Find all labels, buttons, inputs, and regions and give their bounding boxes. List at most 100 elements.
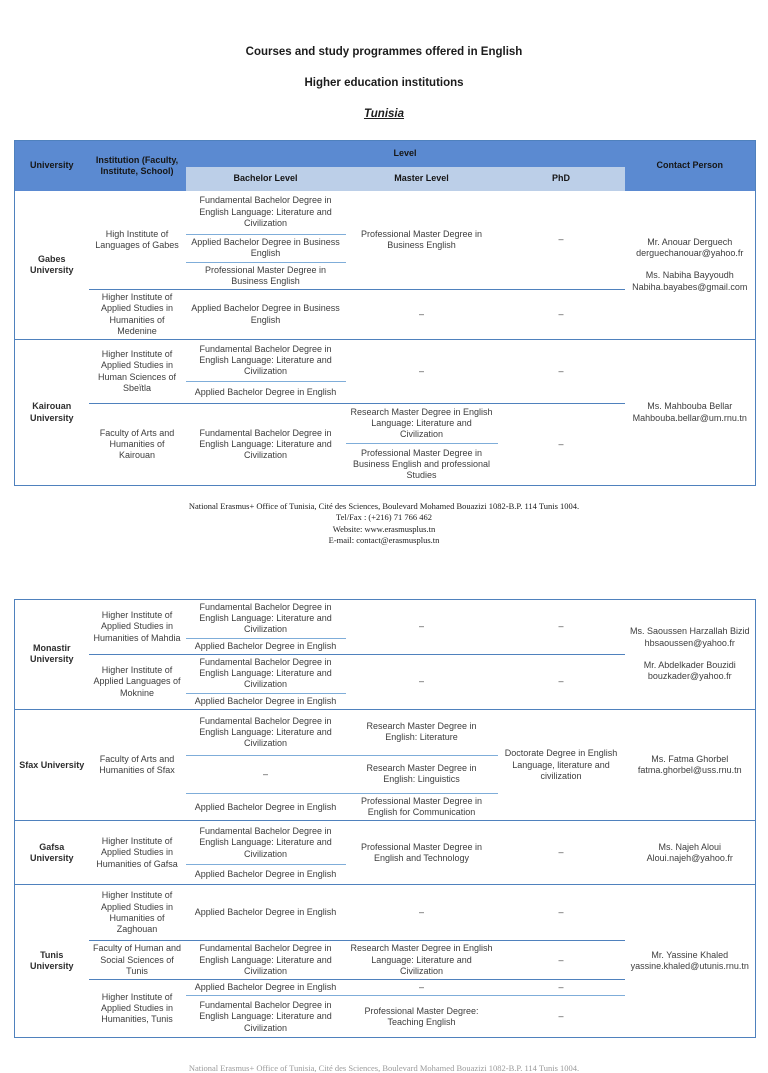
institution-cell: Higher Institute of Applied Languages of… — [88, 653, 186, 710]
bachelor-degree-cell: Fundamental Bachelor Degree in English L… — [185, 820, 346, 865]
table-row: Faculty of Human and Social Sciences of … — [15, 940, 756, 980]
title-country: Tunisia — [363, 108, 405, 120]
bachelor-degree-cell: – — [185, 754, 346, 794]
phd-degree-cell: – — [497, 940, 625, 980]
phd-degree-cell: – — [497, 995, 625, 1038]
header-bachelor-level: Bachelor Level — [185, 166, 346, 191]
bachelor-degree-cell: Fundamental Bachelor Degree in English L… — [185, 653, 346, 694]
bachelor-degree-cell: Fundamental Bachelor Degree in English L… — [185, 339, 346, 382]
contact-person-cell: Mr. Anouar Derguech derguechanouar@yahoo… — [632, 236, 748, 292]
table-row: Monastir University Higher Institute of … — [15, 599, 756, 681]
table-row: Applied Bachelor Degree in English — [15, 637, 756, 655]
university-name-cell: Kairouan University — [14, 339, 89, 486]
master-degree-cell: Professional Master Degree in English an… — [345, 820, 498, 885]
phd-degree-cell: – — [497, 979, 625, 996]
master-degree-cell: – — [418, 621, 424, 632]
master-degree-cell: – — [345, 289, 498, 340]
header-level: Level — [185, 140, 625, 167]
master-degree-cell: Research Master Degree in English Langua… — [345, 940, 498, 980]
bachelor-degree-cell: Fundamental Bachelor Degree in English L… — [185, 995, 346, 1038]
institution-cell: Higher Institute of Applied Studies in H… — [88, 289, 186, 340]
institution-cell: High Institute of Languages of Gabes — [95, 228, 179, 250]
phd-degree-cell: – — [497, 403, 625, 486]
bachelor-degree-cell: Applied Bachelor Degree in English — [185, 381, 346, 404]
table-row: Applied Bachelor Degree in Business Engl… — [15, 234, 756, 262]
table-row: Higher Institute of Applied Languages of… — [15, 653, 756, 710]
phd-degree-cell: – — [497, 289, 625, 340]
table-row: Higher Institute of Applied Studies in H… — [15, 289, 756, 340]
master-degree-cell: Research Master Degree in English: Lingu… — [345, 754, 498, 794]
bachelor-degree-cell: Applied Bachelor Degree in English — [185, 864, 346, 885]
phd-degree-cell: – — [558, 621, 564, 632]
page2-wrap: Monastir University Higher Institute of … — [0, 598, 768, 1039]
university-name-cell: Gabes University — [29, 253, 74, 275]
footer-website: Website: www.erasmusplus.tn — [332, 523, 436, 534]
header-phd: PhD — [497, 166, 625, 191]
table-row: Tunis University Higher Institute of App… — [14, 884, 756, 1038]
table-row: Faculty of Arts and Humanities of Kairou… — [15, 403, 756, 486]
table-row: Applied Bachelor Degree in English — [15, 381, 756, 404]
master-degree-cell: – — [345, 979, 498, 996]
phd-degree-cell: – — [497, 339, 625, 404]
master-degree-cell: Professional Master Degree in Business E… — [345, 443, 498, 486]
contact-person-cell: Ms. Najeh Aloui Aloui.najeh@yahoo.fr — [624, 820, 756, 885]
institution-cell: Faculty of Arts and Humanities of Sfax — [88, 708, 186, 821]
phd-degree-cell: Doctorate Degree in English Language, li… — [497, 708, 625, 821]
programmes-table-page1: University Institution (Faculty, Institu… — [14, 140, 757, 486]
university-name-cell: Sfax University — [14, 708, 89, 821]
header-institution: Institution (Faculty, Institute, School) — [88, 140, 186, 191]
master-degree-cell: – — [345, 884, 498, 941]
bachelor-degree-cell: Fundamental Bachelor Degree in English L… — [185, 403, 346, 486]
bachelor-degree-cell: Applied Bachelor Degree in English — [185, 692, 346, 710]
header-university: University — [14, 140, 89, 191]
phd-degree-cell: – — [497, 884, 625, 941]
header-row-2: Bachelor Level Master Level PhD — [15, 166, 756, 191]
table-row: Gabes University High Institute of Langu… — [15, 191, 756, 291]
contact-person-cell: Mr. Yassine Khaled yassine.khaled@utunis… — [624, 884, 756, 1038]
bachelor-degree-cell: Fundamental Bachelor Degree in English L… — [199, 195, 332, 228]
table-row: Gafsa University Higher Institute of App… — [14, 820, 756, 885]
university-name-cell: Tunis University — [14, 884, 89, 1038]
footer-email: E-mail: contact@erasmusplus.tn — [328, 535, 440, 546]
university-name-cell: Gafsa University — [14, 820, 89, 885]
bachelor-degree-cell: Applied Bachelor Degree in English — [185, 637, 346, 655]
header-master-level: Master Level — [345, 166, 498, 191]
footer-telfax: Tel/Fax : (+216) 71 766 462 — [335, 512, 433, 523]
bachelor-degree-cell: Applied Bachelor Degree in Business Engl… — [185, 234, 346, 262]
bachelor-degree-cell: Applied Bachelor Degree in English — [185, 979, 346, 996]
master-degree-cell: Professional Master Degree in Business E… — [360, 228, 483, 250]
title-line-1: Courses and study programmes offered in … — [245, 46, 523, 58]
contact-person-cell: Ms. Saoussen Harzallah Bizid hbsaoussen@… — [629, 626, 750, 682]
institution-cell: Higher Institute of Applied Studies in H… — [88, 979, 186, 1038]
bachelor-degree-cell: Professional Master Degree in Business E… — [185, 261, 346, 290]
page-footer: National Erasmus+ Office of Tunisia, Cit… — [0, 501, 768, 547]
university-name-cell: Monastir University — [29, 643, 74, 665]
contact-person-cell: Ms. Fatma Ghorbel fatma.ghorbel@uss.rnu.… — [624, 708, 756, 821]
bachelor-degree-cell: Fundamental Bachelor Degree in English L… — [185, 940, 346, 980]
institution-cell: Higher Institute of Applied Studies in H… — [88, 339, 186, 404]
bachelor-degree-cell: Applied Bachelor Degree in Business Engl… — [185, 289, 346, 340]
header-contact-person: Contact Person — [624, 140, 756, 191]
master-degree-cell: – — [345, 339, 498, 404]
bachelor-degree-cell: Applied Bachelor Degree in English — [185, 884, 346, 941]
institution-cell: Faculty of Arts and Humanities of Kairou… — [88, 403, 186, 486]
bachelor-degree-cell: Applied Bachelor Degree in English — [185, 792, 346, 821]
phd-degree-cell: – — [558, 234, 564, 245]
master-degree-cell: Research Master Degree in English Langua… — [345, 403, 498, 444]
title-line-2: Higher education institutions — [304, 77, 464, 89]
table-row: Sfax University Faculty of Arts and Huma… — [14, 708, 756, 821]
bachelor-degree-cell: Fundamental Bachelor Degree in English L… — [199, 601, 332, 635]
institution-cell: Higher Institute of Applied Studies in H… — [88, 820, 186, 885]
table-row: Kairouan University Higher Institute of … — [14, 339, 756, 486]
footer-address: National Erasmus+ Office of Tunisia, Cit… — [188, 501, 580, 511]
phd-degree-cell: – — [497, 653, 625, 710]
table-row: Professional Master Degree in Business E… — [15, 443, 756, 486]
master-degree-cell: – — [345, 653, 498, 710]
master-degree-cell: Research Master Degree in English: Liter… — [345, 708, 498, 756]
table-row: Applied Bachelor Degree in English — [15, 864, 756, 885]
table-row: Professional Master Degree in Business E… — [15, 261, 756, 290]
bachelor-degree-cell: Fundamental Bachelor Degree in English L… — [185, 708, 346, 756]
institution-cell: Faculty of Human and Social Sciences of … — [88, 940, 186, 980]
programmes-table-page2: Monastir University Higher Institute of … — [14, 598, 756, 1039]
institution-cell: Higher Institute of Applied Studies in H… — [93, 610, 181, 643]
